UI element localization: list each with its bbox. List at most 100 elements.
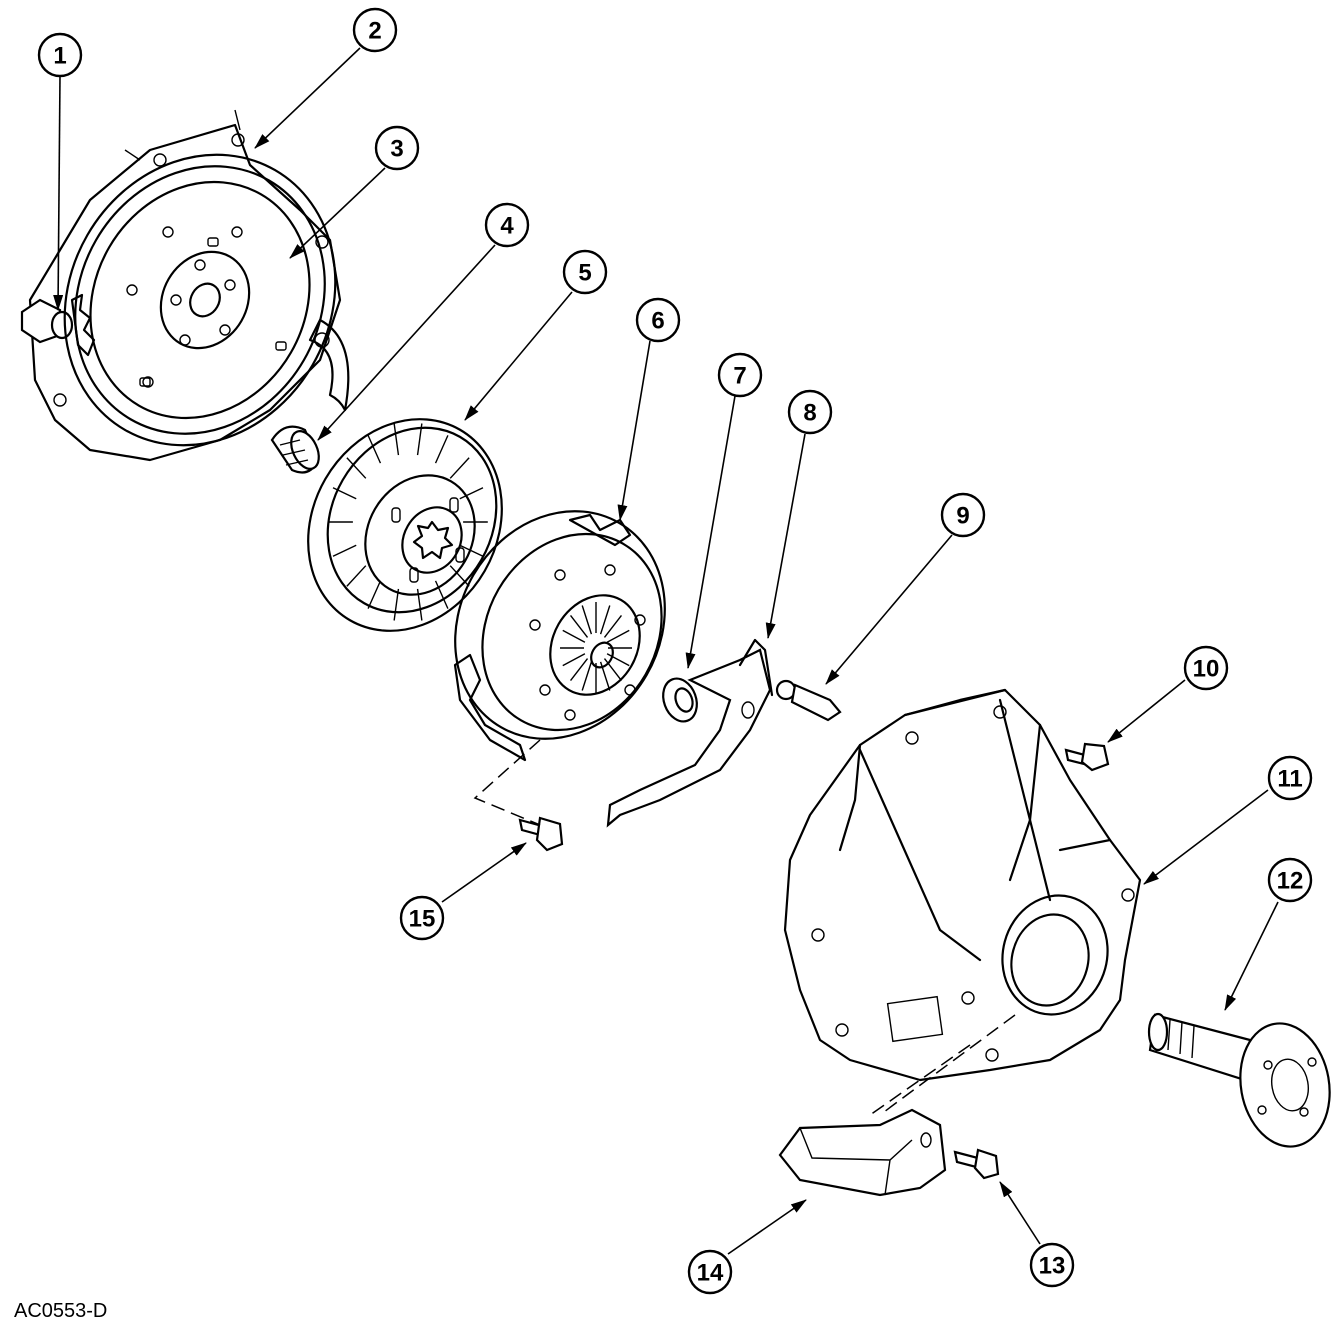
diaphragm-finger-line	[603, 615, 623, 638]
diaphragm-finger-line	[603, 658, 623, 681]
leader-8	[765, 433, 806, 639]
callout-circle	[1183, 645, 1229, 691]
flywheel	[63, 153, 350, 447]
callout-3: 3	[374, 125, 420, 171]
diaphragm-finger-line	[569, 658, 589, 681]
callout-number: 6	[651, 308, 664, 335]
pressure-plate	[453, 510, 666, 762]
callout-circle	[787, 389, 833, 435]
callout-number: 10	[1193, 656, 1220, 683]
alignment-line-14	[879, 1014, 1016, 1116]
leader-7	[685, 395, 736, 669]
leader-11	[1143, 789, 1269, 885]
callout-5: 5	[562, 249, 608, 295]
dowel-pin	[20, 298, 74, 344]
callout-number: 8	[803, 400, 816, 427]
diaphragm-finger-line	[569, 615, 589, 638]
callout-circle	[352, 7, 398, 53]
disc-segment-line	[393, 588, 400, 621]
diaphragm-finger-line	[606, 653, 630, 667]
leader-5	[464, 291, 573, 421]
disc-segment-line	[346, 457, 367, 479]
callout-number: 13	[1039, 1253, 1066, 1280]
disc-segment-line	[459, 544, 484, 557]
release-fork	[606, 638, 774, 828]
callout-12: 12	[1267, 857, 1313, 903]
disc-segment-line	[332, 487, 357, 500]
bellhousing-bolt	[1064, 742, 1110, 772]
disc-segment-line	[449, 565, 470, 587]
callout-9: 9	[940, 492, 986, 538]
pilot-bearing	[270, 425, 320, 474]
leader-9	[825, 534, 953, 685]
callout-circle	[940, 492, 986, 538]
callout-circle	[562, 249, 608, 295]
leader-12	[1224, 901, 1279, 1011]
callout-number: 2	[368, 18, 381, 45]
callout-4: 4	[484, 202, 530, 248]
pressure-plate-bolt	[518, 816, 564, 852]
alignment-line-15	[473, 739, 541, 826]
diaphragm-finger-line	[562, 653, 586, 667]
engine-rear-plate	[28, 109, 342, 462]
leader-lines	[53, 47, 1279, 1255]
callout-2: 2	[352, 7, 398, 53]
pivot-stud	[775, 679, 842, 722]
disc-segment-line	[434, 435, 449, 464]
disc-segment-line	[393, 423, 400, 456]
callout-14: 14	[687, 1249, 733, 1295]
callout-number: 1	[53, 43, 66, 70]
callout-1: 1	[37, 32, 83, 78]
disc-segment-line	[367, 435, 382, 464]
callout-13: 13	[1029, 1242, 1075, 1288]
callout-number: 15	[409, 906, 436, 933]
callout-number: 3	[390, 136, 403, 163]
callout-10: 10	[1183, 645, 1229, 691]
disc-segment-line	[459, 487, 484, 500]
disc-segment-line	[332, 544, 357, 557]
disc-segment-line	[416, 423, 423, 456]
disc-segment-line	[434, 580, 449, 609]
leader-13	[999, 1181, 1041, 1245]
diaphragm-finger-line	[562, 629, 586, 643]
callout-circle	[1267, 857, 1313, 903]
leader-10	[1107, 679, 1186, 743]
leader-1	[53, 75, 64, 311]
disc-segment-line	[367, 580, 382, 609]
callout-number: 5	[578, 260, 591, 287]
callout-number: 11	[1277, 766, 1302, 793]
clutch-disc	[307, 418, 503, 632]
callout-11: 11	[1267, 755, 1313, 801]
leader-2	[254, 47, 361, 149]
callout-circle	[1267, 755, 1313, 801]
inspection-cover	[778, 1108, 947, 1197]
callout-8: 8	[787, 389, 833, 435]
release-bearing	[662, 677, 698, 723]
diaphragm-finger-line	[606, 629, 630, 643]
callout-circle	[484, 202, 530, 248]
figure-code: AC0553-D	[14, 1300, 108, 1322]
callout-number: 12	[1277, 868, 1304, 895]
callout-circle	[1029, 1242, 1075, 1288]
callout-circle	[635, 297, 681, 343]
leader-6	[617, 340, 651, 521]
callout-number: 7	[733, 363, 746, 390]
callout-circle	[717, 352, 763, 398]
leader-15	[441, 842, 527, 903]
disc-segment-line	[449, 457, 470, 479]
callout-6: 6	[635, 297, 681, 343]
disc-segment-line	[346, 565, 367, 587]
leader-4	[317, 244, 496, 441]
callout-circle	[374, 125, 420, 171]
callout-circle	[37, 32, 83, 78]
input-shaft	[1147, 1012, 1331, 1148]
callout-number: 9	[956, 503, 969, 530]
diaphragm-finger-line	[599, 605, 611, 635]
leader-14	[727, 1199, 807, 1255]
callout-number: 14	[697, 1260, 724, 1287]
callout-7: 7	[717, 352, 763, 398]
diaphragm-finger-line	[599, 661, 611, 691]
cover-bolt	[953, 1148, 1000, 1180]
